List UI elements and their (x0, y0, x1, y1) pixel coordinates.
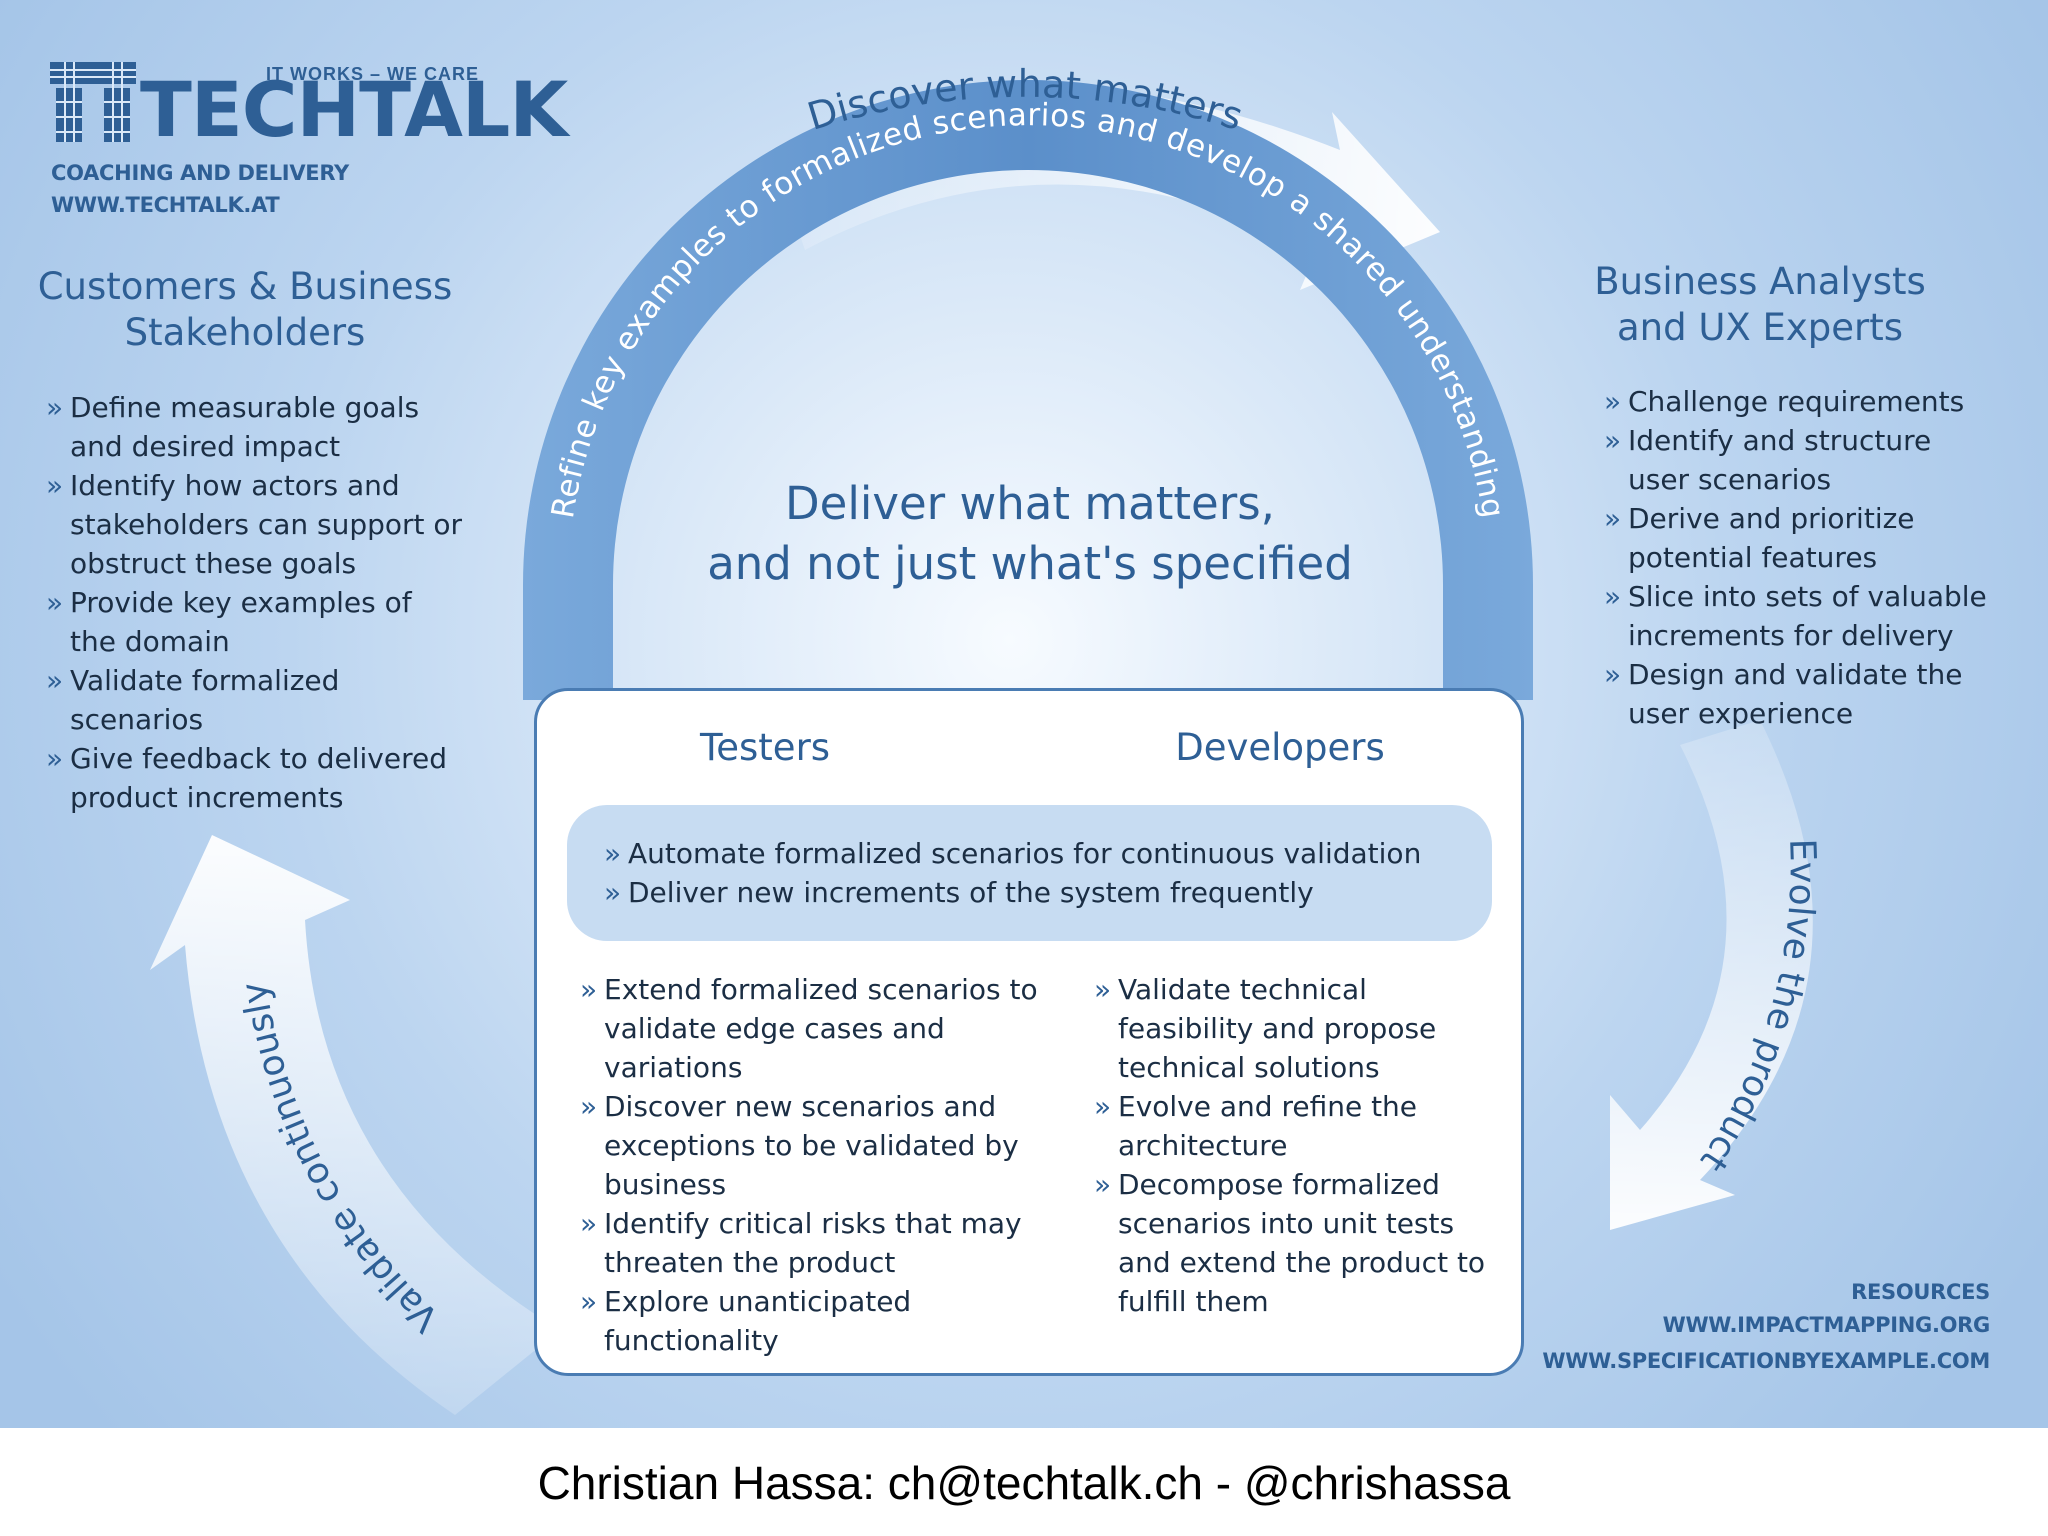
list-item: Define measurable goals and desired impa… (46, 388, 466, 466)
logo-subtitle: COACHING AND DELIVERY (51, 161, 349, 185)
list-item: Derive and prioritize potential features (1604, 499, 1990, 577)
logo-url: WWW.TECHTALK.AT (51, 193, 280, 217)
footer-credit: Christian Hassa: ch@techtalk.ch - @chris… (537, 1457, 1511, 1509)
list-item: Slice into sets of valuable increments f… (1604, 577, 1990, 655)
list-item: Evolve and refine the architecture (1094, 1087, 1504, 1165)
developers-list: Validate technical feasibility and propo… (1094, 970, 1504, 1321)
testers-list: Extend formalized scenarios to validate … (580, 970, 1080, 1360)
logo-tagline: IT WORKS – WE CARE (266, 64, 480, 84)
list-item: Challenge requirements (1604, 382, 1990, 421)
list-item: Design and validate the user experience (1604, 655, 1990, 733)
list-item: Validate formalized scenarios (46, 661, 466, 739)
list-item: Identify and structure user scenarios (1604, 421, 1990, 499)
customers-list: Define measurable goals and desired impa… (46, 388, 466, 817)
footer (0, 1428, 2048, 1536)
analysts-list: Challenge requirements Identify and stru… (1604, 382, 1990, 733)
list-item: Explore unanticipated functionality (580, 1282, 1080, 1360)
resource-link[interactable]: WWW.IMPACTMAPPING.ORG (1662, 1313, 1991, 1337)
resources-title: RESOURCES (1851, 1280, 1990, 1304)
testers-heading: Testers (699, 726, 831, 769)
list-item: Identify how actors and stakeholders can… (46, 466, 466, 583)
list-item: Deliver new increments of the system fre… (604, 873, 1474, 912)
left-cycle-arrow (150, 835, 560, 1415)
right-cycle-arrow (1610, 720, 1813, 1230)
list-item: Discover new scenarios and exceptions to… (580, 1087, 1080, 1204)
analysts-heading: Business Analysts and UX Experts (1594, 260, 1926, 349)
customers-heading: Customers & Business Stakeholders (37, 265, 453, 354)
list-item: Identify critical risks that may threate… (580, 1204, 1080, 1282)
list-item: Automate formalized scenarios for contin… (604, 834, 1474, 873)
shared-list: Automate formalized scenarios for contin… (604, 834, 1474, 912)
list-item: Extend formalized scenarios to validate … (580, 970, 1080, 1087)
resource-link[interactable]: WWW.SPECIFICATIONBYEXAMPLE.COM (1542, 1349, 1990, 1373)
list-item: Validate technical feasibility and propo… (1094, 970, 1504, 1087)
logo-wordmark: TECHTALK (140, 65, 568, 154)
list-item: Give feedback to delivered product incre… (46, 739, 466, 817)
diagram-canvas: Refine key examples to formalized scenar… (0, 0, 2048, 1428)
refine-arc-band (523, 80, 1533, 700)
list-item: Decompose formalized scenarios into unit… (1094, 1165, 1504, 1321)
center-title: Deliver what matters, and not just what'… (707, 477, 1353, 590)
developers-heading: Developers (1175, 726, 1385, 769)
list-item: Provide key examples of the domain (46, 583, 466, 661)
techtalk-logo-icon (50, 62, 136, 142)
